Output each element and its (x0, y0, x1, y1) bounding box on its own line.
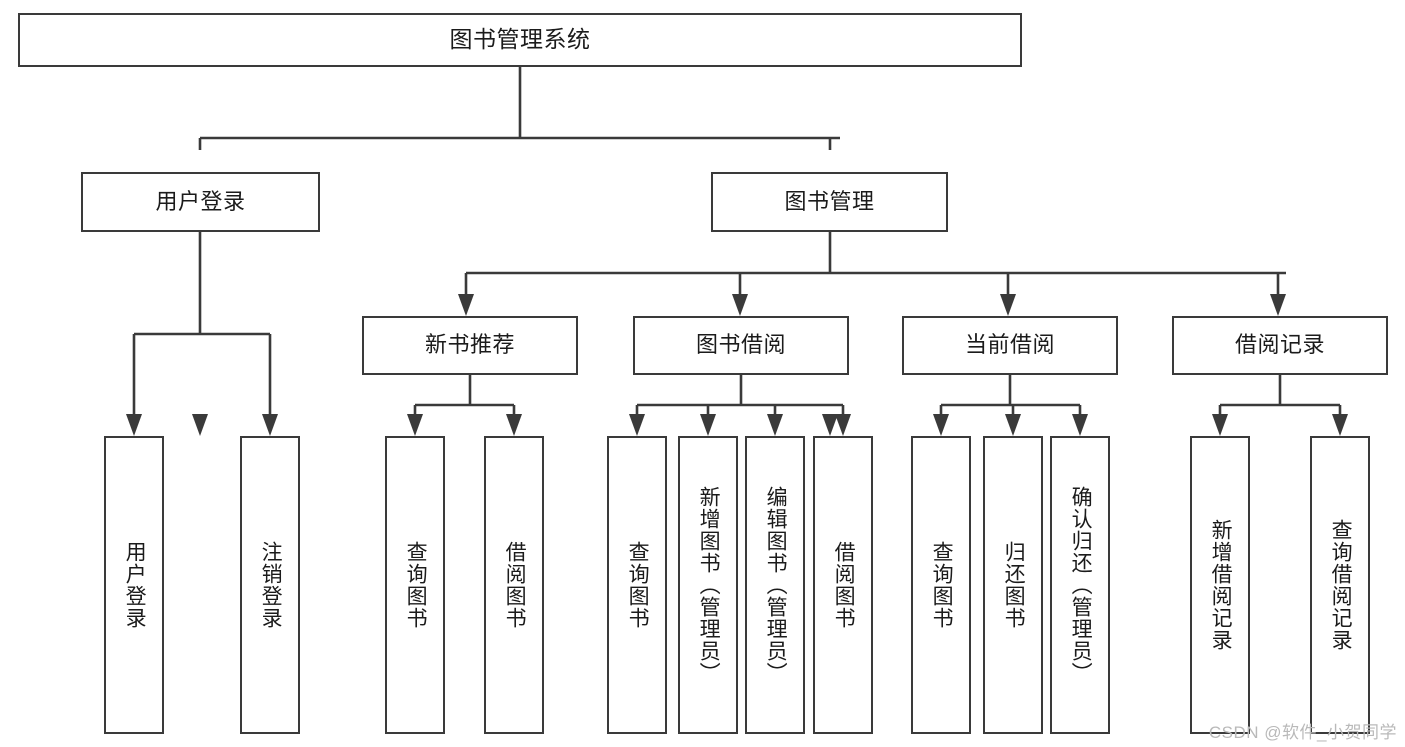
leaf-borrow-lend-book-label: 借阅图书 (832, 541, 856, 629)
node-root-label: 图书管理系统 (449, 26, 591, 53)
leaf-rec-query-record-label: 查询借阅记录 (1329, 519, 1353, 651)
leaf-borrow-edit-book-label: 编辑图书（管理员） (764, 486, 788, 684)
leaf-user-logout[interactable]: 注销登录 (240, 436, 300, 734)
leaf-borrow-edit-book[interactable]: 编辑图书（管理员） (745, 436, 805, 734)
leaf-rec-add-record-label: 新增借阅记录 (1209, 519, 1233, 651)
arrowheads (126, 414, 1348, 436)
leaf-cur-return-book-label: 归还图书 (1002, 541, 1026, 629)
node-borrow-record-label: 借阅记录 (1234, 332, 1325, 358)
leaf-user-login[interactable]: 用户登录 (104, 436, 164, 734)
arrowheads-level (458, 294, 1286, 316)
leaf-borrow-query-book-label: 查询图书 (626, 541, 650, 629)
leaf-cur-query-book[interactable]: 查询图书 (911, 436, 971, 734)
leaf-borrow-lend-book[interactable]: 借阅图书 (813, 436, 873, 734)
watermark: CSDN @软件_小贺同学 (1208, 723, 1397, 742)
leaf-rec-borrow-book-label: 借阅图书 (503, 541, 527, 629)
node-book-manage-label: 图书管理 (784, 188, 875, 214)
leaf-rec-add-record[interactable]: 新增借阅记录 (1190, 436, 1250, 734)
leaf-borrow-query-book[interactable]: 查询图书 (607, 436, 667, 734)
node-borrow-record[interactable]: 借阅记录 (1172, 316, 1388, 375)
leaf-cur-confirm-return[interactable]: 确认归还（管理员） (1050, 436, 1110, 734)
node-root[interactable]: 图书管理系统 (18, 13, 1022, 67)
leaf-rec-query-book[interactable]: 查询图书 (385, 436, 445, 734)
leaf-cur-return-book[interactable]: 归还图书 (983, 436, 1043, 734)
leaf-borrow-add-book-label: 新增图书（管理员） (697, 486, 721, 684)
node-book-borrow[interactable]: 图书借阅 (633, 316, 849, 375)
leaf-borrow-add-book[interactable]: 新增图书（管理员） (678, 436, 738, 734)
leaf-cur-confirm-return-label: 确认归还（管理员） (1069, 486, 1093, 684)
node-book-borrow-label: 图书借阅 (695, 332, 786, 358)
node-new-book-rec[interactable]: 新书推荐 (362, 316, 578, 375)
node-current-borrow-label: 当前借阅 (964, 332, 1055, 358)
leaf-user-logout-label: 注销登录 (259, 541, 283, 629)
node-new-book-rec-label: 新书推荐 (424, 332, 515, 358)
node-user-login[interactable]: 用户登录 (81, 172, 320, 232)
leaf-rec-query-book-label: 查询图书 (404, 541, 428, 629)
leaf-user-login-label: 用户登录 (123, 541, 147, 629)
node-book-manage[interactable]: 图书管理 (711, 172, 948, 232)
leaf-rec-borrow-book[interactable]: 借阅图书 (484, 436, 544, 734)
leaf-cur-query-book-label: 查询图书 (930, 541, 954, 629)
node-user-login-label: 用户登录 (155, 188, 246, 214)
leaf-rec-query-record[interactable]: 查询借阅记录 (1310, 436, 1370, 734)
node-current-borrow[interactable]: 当前借阅 (902, 316, 1118, 375)
